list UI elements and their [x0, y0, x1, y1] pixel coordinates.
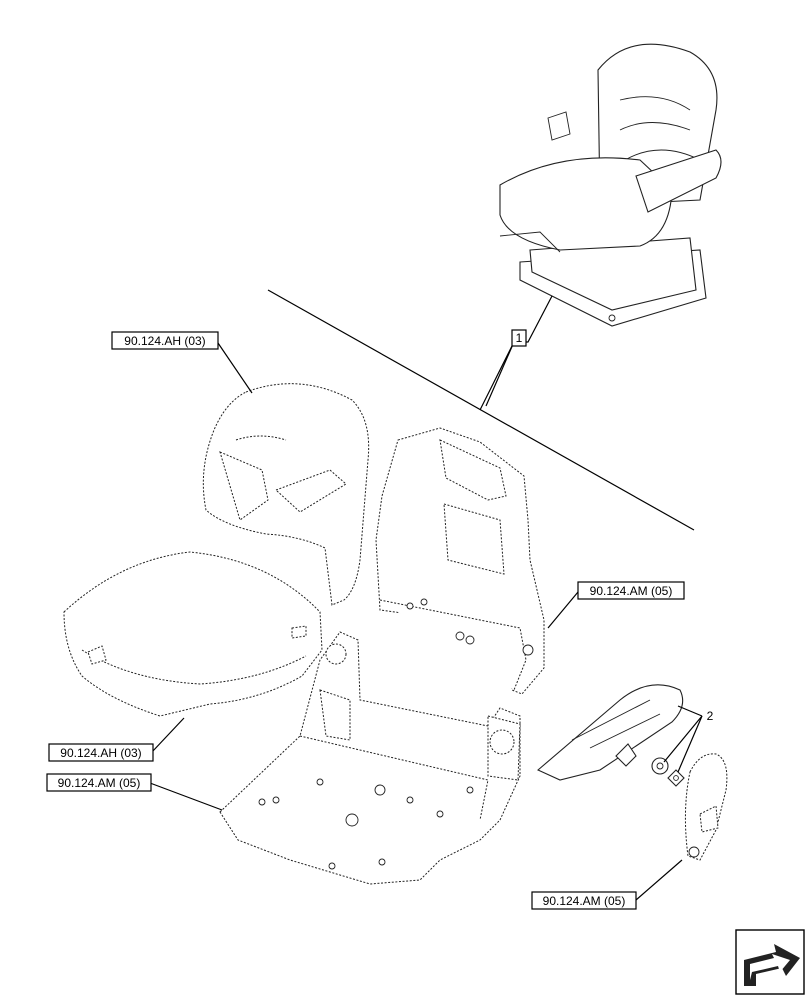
leader-seat-frame: [149, 782, 223, 811]
arrow-icon[interactable]: [735, 929, 805, 995]
callout-backrest-frame-label: 90.124.AM (05): [590, 584, 673, 598]
callout-item-1-label: 1: [516, 331, 523, 345]
backrest-cover: [202, 383, 370, 606]
leader-armrest-bracket: [635, 859, 683, 901]
armrest-bracket: [684, 753, 728, 861]
nut: [667, 769, 685, 787]
callout-seat-frame-label: 90.124.AM (05): [58, 776, 141, 790]
callout-armrest-bracket-label: 90.124.AM (05): [543, 894, 626, 908]
item-1-leaders: 1: [267, 289, 695, 531]
callout-item-2-label: 2: [707, 709, 714, 723]
backrest-frame: [375, 427, 545, 695]
callout-cushion-cover-label: 90.124.AH (03): [60, 746, 141, 760]
callout-backrest-cover: 90.124.AH (03): [111, 331, 219, 350]
callout-seat-frame: 90.124.AM (05): [46, 773, 152, 792]
leader-backrest-frame: [547, 591, 579, 629]
complete-seat-assembly: [499, 43, 722, 327]
leader-backrest-cover: [217, 342, 253, 394]
seat-frame: [219, 631, 521, 885]
seat-cushion-cover: [63, 551, 323, 717]
callout-backrest-frame: 90.124.AM (05): [577, 581, 685, 600]
callout-backrest-cover-label: 90.124.AH (03): [124, 334, 205, 348]
callout-cushion-cover: 90.124.AH (03): [48, 743, 154, 762]
callout-armrest-bracket: 90.124.AM (05): [531, 891, 637, 910]
leader-cushion-cover: [151, 717, 185, 753]
callout-item-1: [511, 329, 527, 347]
armrest-group: [536, 684, 684, 781]
item-2-leaders: 2: [663, 705, 714, 773]
